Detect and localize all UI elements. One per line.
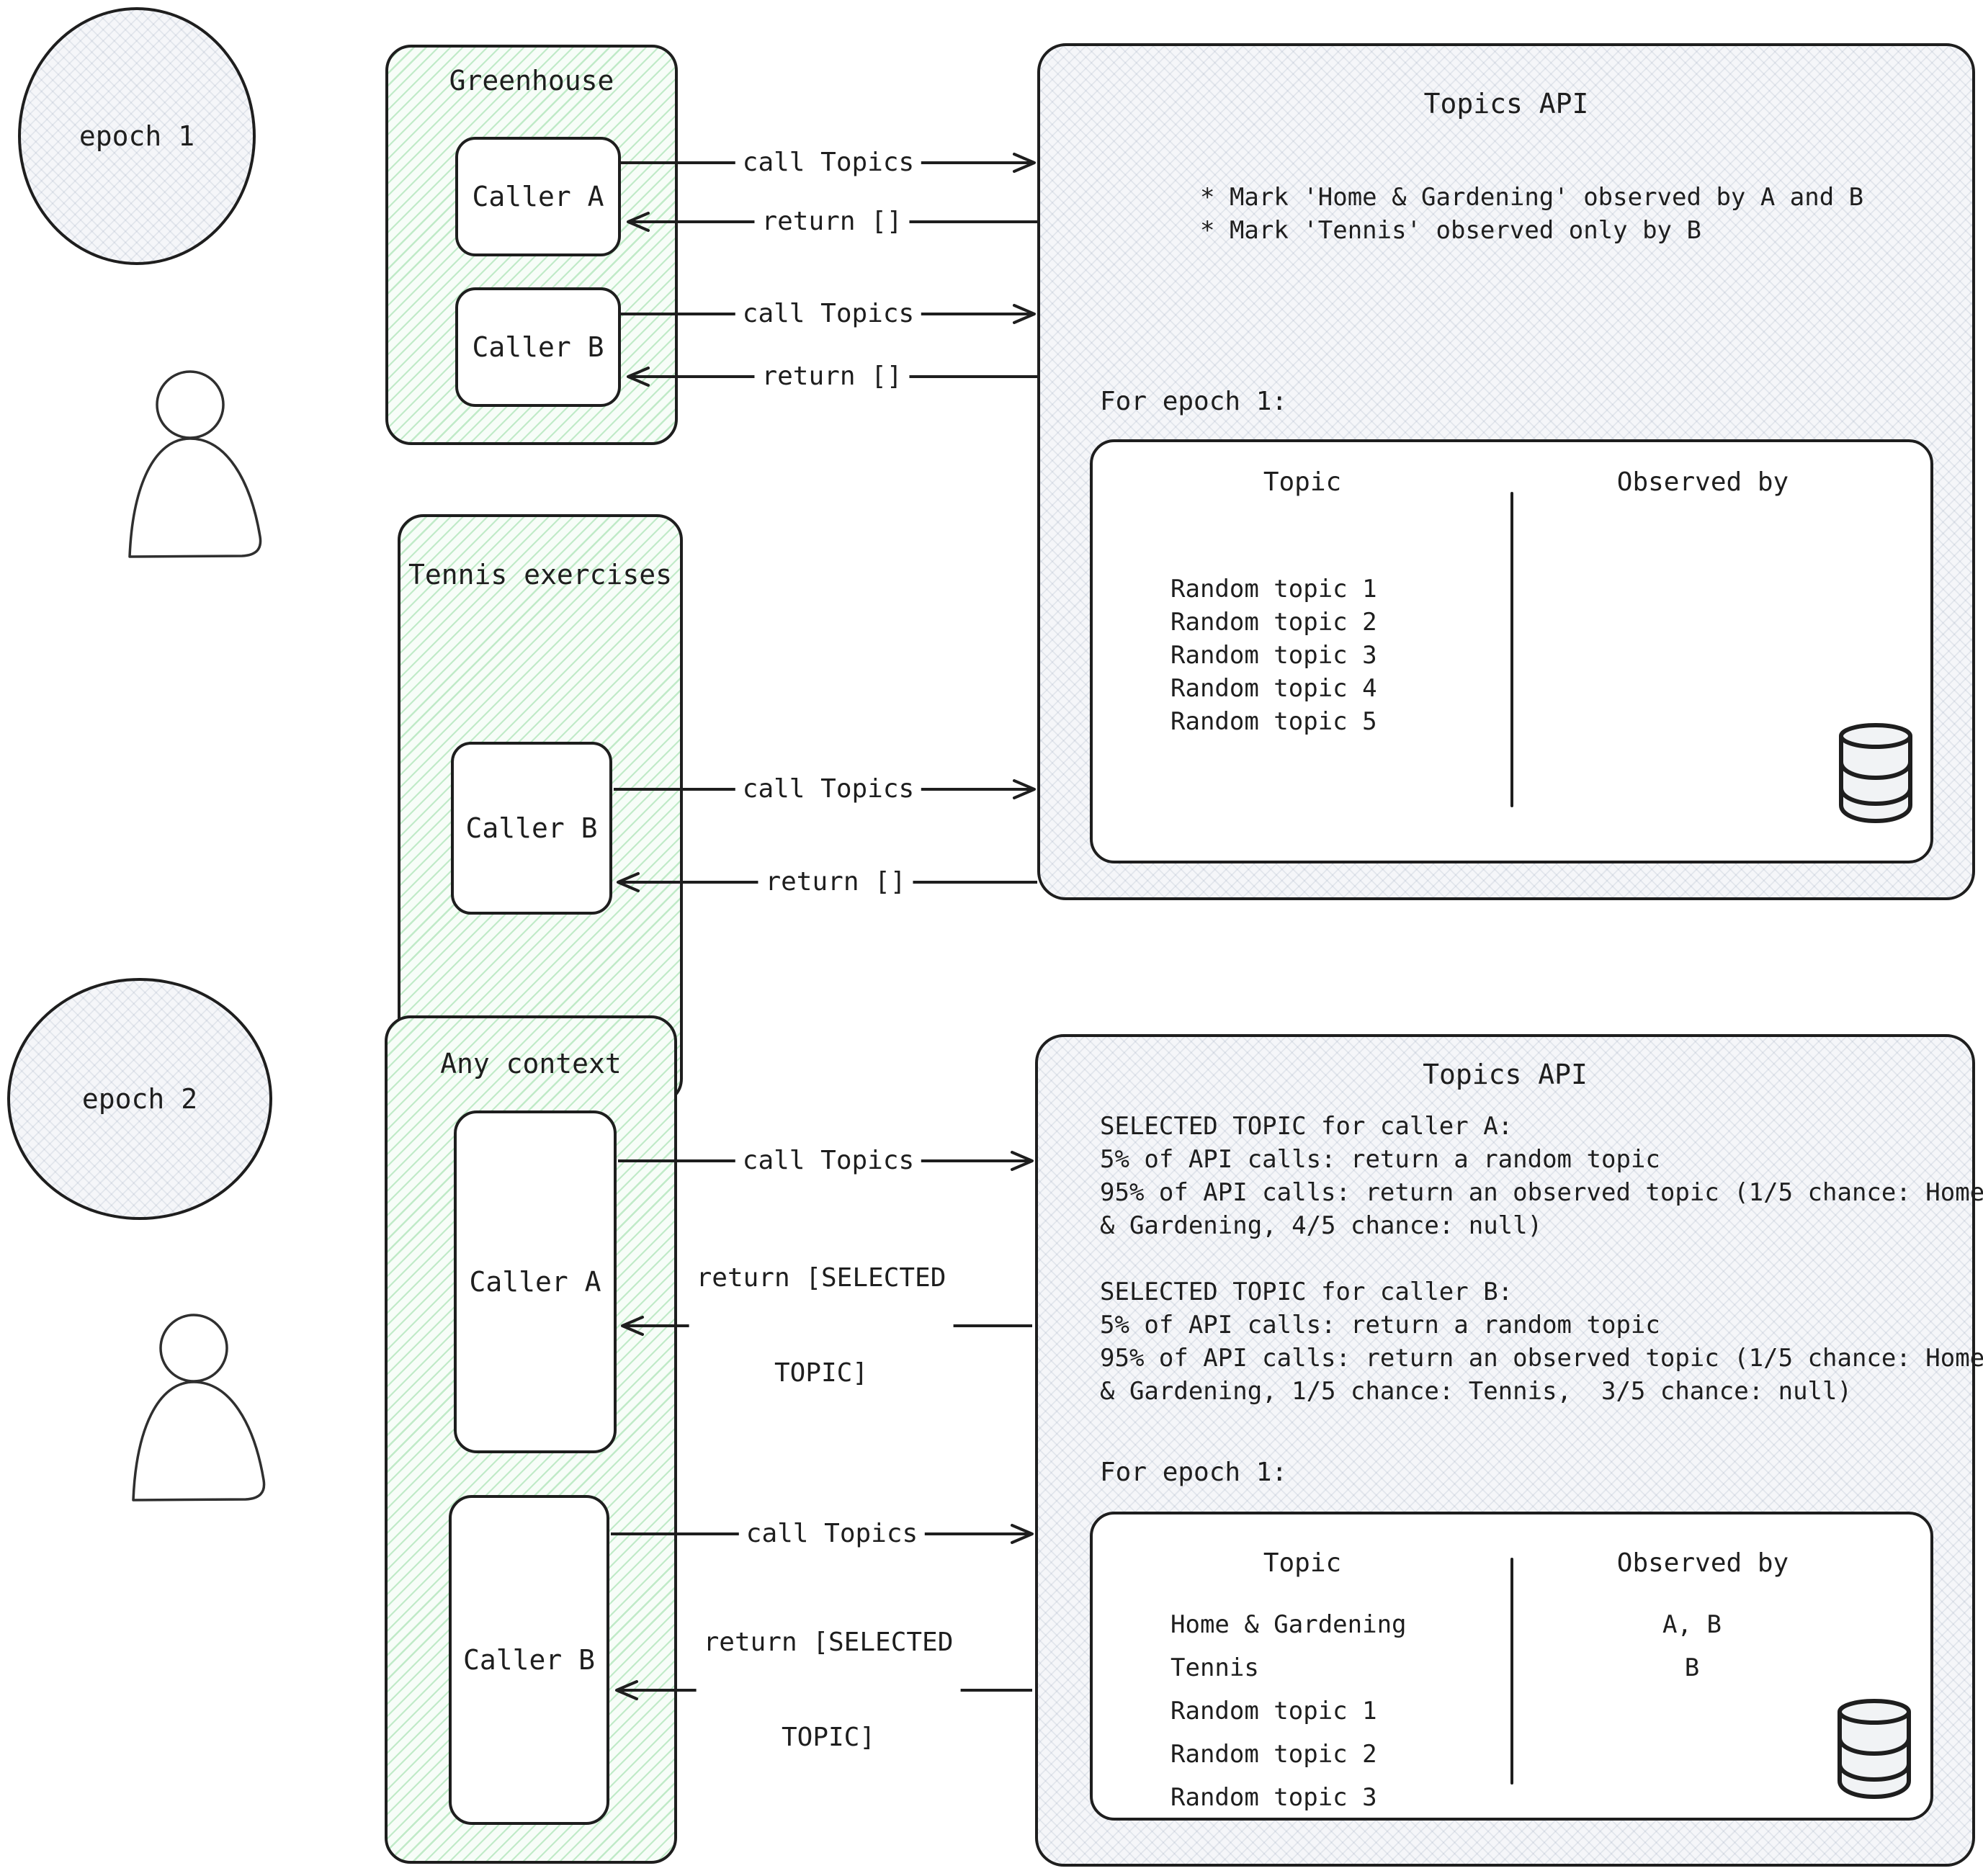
arrow-label-call-topics: call Topics	[735, 772, 922, 807]
caller-b-label: Caller B	[472, 331, 604, 363]
arrow-label-call-topics: call Topics	[735, 1144, 922, 1178]
table-row-observed	[1512, 1776, 1872, 1819]
api1-note-line: * Mark 'Home & Gardening' observed by A …	[1200, 183, 1864, 212]
caller-a-label: Caller A	[472, 181, 604, 212]
any-caller-b-box: Caller B	[449, 1495, 609, 1825]
epoch1-circle: epoch 1	[18, 7, 256, 265]
arrow-label-line: return [SELECTED	[696, 1263, 946, 1293]
tennis-caller-b-label: Caller B	[465, 812, 598, 844]
api2-rule-line: SELECTED TOPIC for caller A:	[1100, 1112, 1513, 1141]
api1-table-divider	[1510, 492, 1513, 807]
table-row-observed	[1512, 639, 1872, 672]
api2-rule-line: 95% of API calls: return an observed top…	[1100, 1178, 1983, 1207]
topics-api-box-2: Topics API SELECTED TOPIC for caller A: …	[1035, 1034, 1983, 1867]
table-row-observed	[1512, 672, 1872, 705]
arrow-label-call-topics: call Topics	[738, 1517, 926, 1551]
any-caller-a-label: Caller A	[469, 1266, 601, 1298]
any-context-title: Any context	[440, 1048, 622, 1080]
arrow-label-return: return []	[758, 865, 913, 899]
arrow-label-call-topics: call Topics	[735, 297, 922, 331]
api1-topic-column: Random topic 1 Random topic 2 Random top…	[1093, 573, 1512, 738]
api2-observed-column: A, B B	[1512, 1603, 1872, 1819]
api2-rule-line: & Gardening, 4/5 chance: null)	[1100, 1211, 1543, 1240]
arrow-label-return-selected-topic: return [SELECTED TOPIC]	[689, 1198, 954, 1454]
topics-api-title-1: Topics API	[1423, 88, 1589, 120]
arrow-label-line: return [SELECTED	[703, 1628, 954, 1657]
table-row-topic: Random topic 5	[1170, 707, 1377, 736]
tennis-caller-b-box: Caller B	[451, 742, 612, 915]
any-caller-b-label: Caller B	[462, 1644, 596, 1676]
table-row-topic: Random topic 1	[1170, 575, 1377, 603]
table-row-observed	[1512, 1689, 1872, 1733]
api2-col-observed: Observed by	[1616, 1548, 1789, 1578]
api1-epoch-label: For epoch 1:	[1100, 387, 1288, 416]
caller-a-box: Caller A	[455, 137, 621, 256]
api1-col-topic: Topic	[1263, 467, 1342, 497]
api1-observed-column	[1512, 573, 1872, 738]
arrow-label-return: return []	[754, 359, 910, 394]
database-icon	[1837, 1699, 1911, 1800]
api2-rule-line	[1100, 1242, 1983, 1275]
api2-rule-line: 95% of API calls: return an observed top…	[1100, 1344, 1983, 1373]
api1-col-observed: Observed by	[1616, 467, 1789, 497]
api1-note-line: * Mark 'Tennis' observed only by B	[1200, 216, 1701, 245]
api2-rule-line: & Gardening, 1/5 chance: Tennis, 3/5 cha…	[1100, 1377, 1852, 1406]
arrow-label-call-topics: call Topics	[735, 145, 922, 180]
table-row-topic: Random topic 3	[1170, 1783, 1377, 1812]
api2-table-divider	[1510, 1558, 1513, 1785]
table-row-topic: Random topic 3	[1170, 641, 1377, 670]
table-row-observed	[1512, 1733, 1872, 1776]
arrow-label-line: TOPIC]	[781, 1723, 876, 1752]
table-row-topic: Random topic 2	[1170, 608, 1377, 637]
api2-selection-rules: SELECTED TOPIC for caller A: 5% of API c…	[1100, 1110, 1983, 1408]
any-caller-a-box: Caller A	[454, 1110, 617, 1453]
api2-epoch-label: For epoch 1:	[1100, 1458, 1288, 1487]
table-row-topic: Tennis	[1170, 1653, 1259, 1682]
table-row-observed: A, B	[1662, 1610, 1722, 1639]
table-row-topic: Random topic 1	[1170, 1697, 1377, 1725]
person-icon	[128, 370, 262, 558]
epoch2-circle: epoch 2	[7, 978, 272, 1220]
api2-table: Topic Observed by Home & Gardening Tenni…	[1090, 1512, 1933, 1821]
topics-api-box-1: Topics API * Mark 'Home & Gardening' obs…	[1037, 43, 1975, 900]
epoch1-label: epoch 1	[79, 120, 195, 152]
database-icon	[1839, 723, 1912, 824]
person-icon	[132, 1314, 266, 1502]
table-row-observed	[1512, 606, 1872, 639]
epoch2-label: epoch 2	[81, 1083, 198, 1115]
api2-rule-line: 5% of API calls: return a random topic	[1100, 1145, 1660, 1174]
api2-rule-line: 5% of API calls: return a random topic	[1100, 1311, 1660, 1339]
table-row-observed	[1512, 573, 1872, 606]
arrow-label-return-selected-topic: return [SELECTED TOPIC]	[696, 1562, 961, 1818]
table-row-topic: Random topic 4	[1170, 674, 1377, 703]
arrow-label-return: return []	[754, 205, 910, 239]
table-row-topic: Home & Gardening	[1170, 1610, 1407, 1639]
api2-rule-line: SELECTED TOPIC for caller B:	[1100, 1278, 1513, 1306]
greenhouse-title: Greenhouse	[449, 65, 614, 97]
tennis-title: Tennis exercises	[408, 559, 673, 591]
topics-api-title-2: Topics API	[1423, 1059, 1588, 1090]
api1-table: Topic Observed by Random topic 1 Random …	[1090, 439, 1933, 863]
table-row-topic: Random topic 2	[1170, 1740, 1377, 1769]
api2-col-topic: Topic	[1263, 1548, 1342, 1578]
api2-topic-column: Home & Gardening Tennis Random topic 1 R…	[1093, 1603, 1512, 1819]
table-row-observed: B	[1684, 1653, 1700, 1682]
arrow-label-line: TOPIC]	[774, 1358, 869, 1388]
api1-notes: * Mark 'Home & Gardening' observed by A …	[1200, 181, 1863, 247]
table-row-observed	[1512, 705, 1872, 738]
caller-b-box: Caller B	[455, 287, 621, 407]
